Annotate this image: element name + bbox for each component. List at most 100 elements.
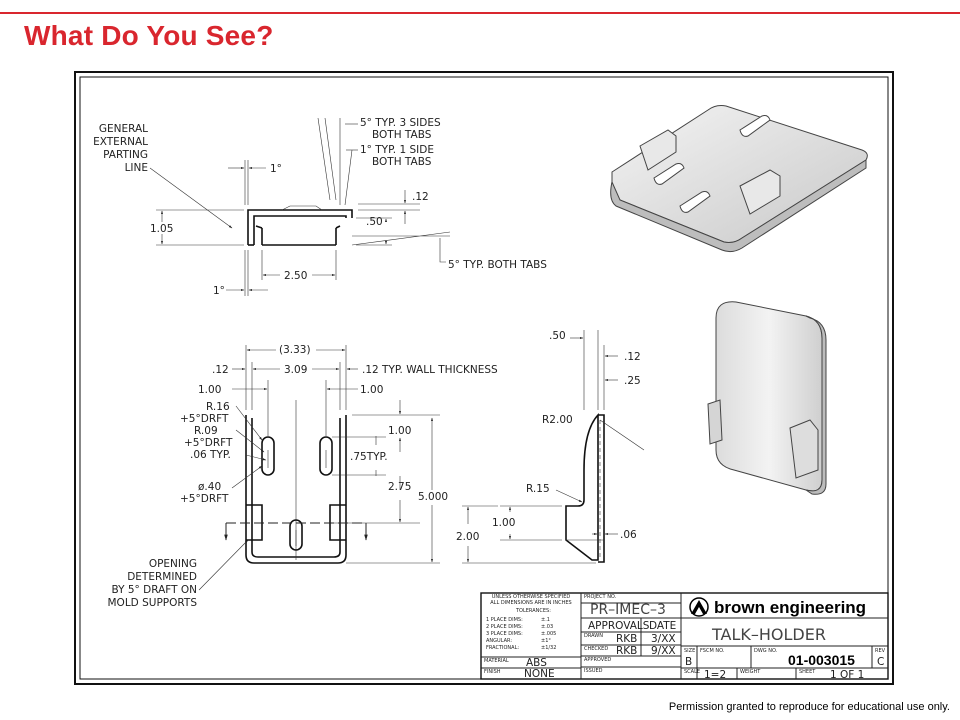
svg-text:OPENING: OPENING: [149, 558, 197, 570]
brand-logo-icon: [691, 600, 707, 614]
dwg-value: 01-003015: [788, 652, 855, 668]
fscm-label: FSCM NO.: [700, 648, 725, 654]
dim-100-left: 1.00: [198, 384, 221, 396]
dim-075: .75TYP.: [350, 451, 388, 463]
isometric-view-side: [707, 301, 827, 495]
part-name: TALK–HOLDER: [711, 625, 826, 644]
note-r16-2: +5°DRFT: [180, 413, 229, 425]
opening-note-4: MOLD SUPPORTS: [108, 597, 198, 609]
dim-250-side: 2.50: [284, 270, 307, 282]
front-view: (3.33) 3.09 .12 .12 TYP. WALL THICKNESS …: [108, 344, 499, 609]
note-dia40-1: ø.40: [198, 481, 221, 493]
dim-1deg-top: 1°: [270, 163, 282, 175]
tol-1-value: ±.03: [541, 624, 553, 630]
checked-date: 9/XX: [651, 645, 676, 657]
weight-label: WEIGHT: [740, 669, 761, 675]
scale-value: 1=2: [704, 669, 726, 681]
dim-309: 3.09: [284, 364, 307, 376]
tol-4-label: FRACTIONAL:: [486, 645, 519, 651]
approvals-label: APPROVALS: [588, 620, 650, 632]
parting-note-3: PARTING: [103, 149, 148, 161]
opening-note-3: BY 5° DRAFT ON: [111, 584, 197, 596]
dim-275: 2.75: [388, 481, 411, 493]
parting-note-2: EXTERNAL: [93, 136, 148, 148]
scale-label: SCALE: [684, 669, 700, 675]
slot-bottom: [289, 519, 303, 551]
checked-value: RKB: [616, 645, 637, 657]
page-title: What Do You See?: [24, 20, 274, 51]
material-value: ABS: [526, 657, 547, 669]
drawn-label: DRAWN: [584, 633, 603, 639]
dim-025-sec: .25: [624, 375, 641, 387]
dim-100-right: 1.00: [360, 384, 383, 396]
footer-note: Permission granted to reproduce for educ…: [668, 701, 950, 713]
dim-050-sec: .50: [549, 330, 566, 342]
tol-2-label: 3 PLACE DIMS:: [486, 631, 523, 637]
dim-r200: R2.00: [542, 414, 573, 426]
checked-label: CHECKED: [584, 646, 608, 652]
svg-text:ALL DIMENSIONS ARE IN INCHES: ALL DIMENSIONS ARE IN INCHES: [490, 600, 571, 606]
opening-note-1: OPENING: [149, 558, 197, 570]
svg-text:PARTING: PARTING: [103, 149, 148, 161]
drawn-date: 3/XX: [651, 633, 676, 645]
tol-2-value: ±.005: [541, 631, 556, 637]
parting-note-1: GENERAL: [99, 123, 148, 135]
size-label: SIZE: [684, 648, 695, 654]
dwg-label: DWG NO.: [754, 648, 778, 654]
dim-012-left: .12: [212, 364, 229, 376]
dim-050-side: .50: [366, 216, 383, 228]
svg-text:MOLD SUPPORTS: MOLD SUPPORTS: [108, 597, 198, 609]
sheet-value: 1 OF 1: [830, 669, 864, 681]
issued-label: ISSUED: [584, 668, 603, 674]
drawn-value: RKB: [616, 633, 637, 645]
tol-0-label: 1 PLACE DIMS:: [486, 617, 523, 623]
opening-note-2: DETERMINED: [127, 571, 197, 583]
finish-label: FINISH: [484, 669, 501, 675]
draft-both-tabs: 5° TYP. BOTH TABS: [448, 259, 547, 271]
parting-note-4: LINE: [125, 162, 148, 174]
draft-1-side-2: BOTH TABS: [372, 156, 432, 168]
dim-100-sec: 1.00: [492, 517, 515, 529]
dim-100-v: 1.00: [388, 425, 411, 437]
dim-5000: 5.000: [418, 491, 448, 503]
finish-value: NONE: [524, 668, 555, 680]
company-name: brown engineering: [714, 598, 866, 617]
tol-3-label: ANGULAR:: [486, 638, 512, 644]
tol-header-2: ALL DIMENSIONS ARE IN INCHES: [490, 600, 571, 606]
sheet-label: SHEET: [799, 669, 816, 675]
draft-1-side-1: 1° TYP. 1 SIDE: [360, 144, 434, 156]
note-r16-1: R.16: [206, 401, 230, 413]
note-r09-2: +5°DRFT: [184, 437, 233, 449]
brand-logo-ring: [689, 597, 709, 617]
svg-text:BY 5° DRAFT ON: BY 5° DRAFT ON: [111, 584, 197, 596]
side-view: GENERAL EXTERNAL PARTING LINE 1° 1° 5° T…: [93, 117, 547, 297]
dim-333: (3.33): [279, 344, 311, 356]
draft-3-sides-1: 5° TYP. 3 SIDES: [360, 117, 441, 129]
isometric-view-top: [610, 105, 868, 253]
draft-3-sides-2: BOTH TABS: [372, 129, 432, 141]
svg-text:LINE: LINE: [125, 162, 148, 174]
title-block: UNLESS OTHERWISE SPECIFIED ALL DIMENSION…: [480, 592, 889, 681]
dim-200-sec: 2.00: [456, 531, 479, 543]
note-06: .06 TYP.: [190, 449, 231, 461]
date-label: DATE: [649, 620, 676, 632]
dim-012-side: .12: [412, 191, 429, 203]
tol-3-value: ±1°: [541, 638, 551, 644]
size-value: B: [685, 656, 692, 668]
svg-text:EXTERNAL: EXTERNAL: [93, 136, 148, 148]
svg-text:GENERAL: GENERAL: [99, 123, 148, 135]
material-label: MATERIAL: [484, 658, 509, 664]
tol-4-value: ±1/32: [541, 645, 556, 651]
approved-label: APPROVED: [584, 657, 611, 663]
sheet-border-outer: [74, 71, 894, 685]
tol-0-value: ±.1: [541, 617, 550, 623]
note-dia40-2: +5°DRFT: [180, 493, 229, 505]
title-rule: [0, 12, 960, 14]
project-label: PROJECT NO.: [584, 594, 617, 600]
note-r09-1: R.09: [194, 425, 218, 437]
dim-012-right: .12 TYP. WALL THICKNESS: [362, 364, 498, 376]
project-value: PR–IMEC–3: [590, 602, 666, 618]
rev-value: C: [877, 656, 884, 668]
tol-1-label: 2 PLACE DIMS:: [486, 624, 523, 630]
